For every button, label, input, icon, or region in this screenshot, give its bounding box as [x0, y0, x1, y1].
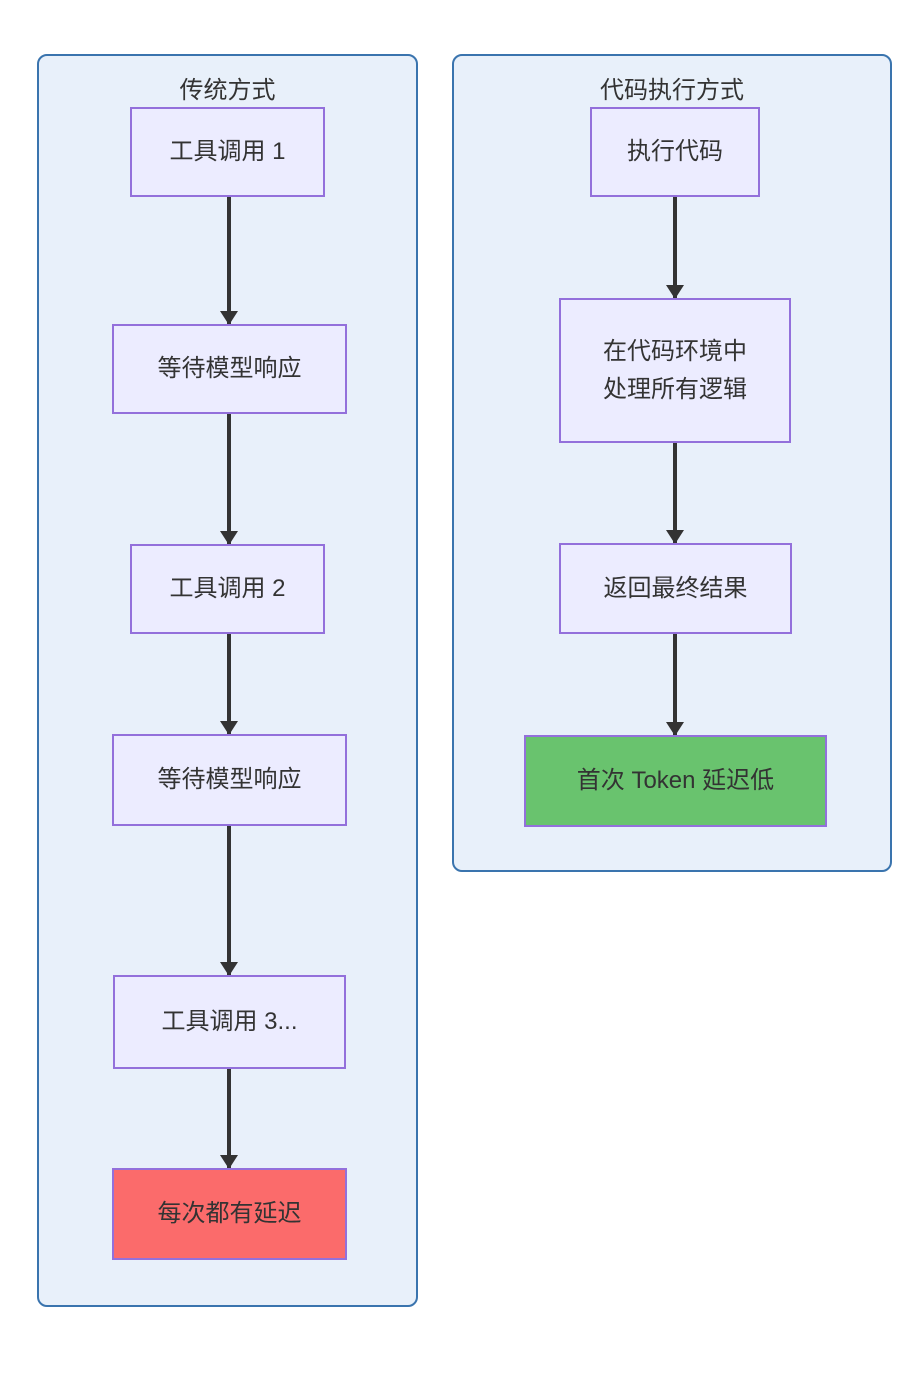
node-tool-call-3: 工具调用 3... — [113, 975, 346, 1069]
panel-traditional: 传统方式 工具调用 1 等待模型响应 工具调用 2 等待模型响应 工具调用 3.… — [37, 54, 418, 1307]
arrow-down-icon — [227, 826, 231, 975]
arrow-down-icon — [227, 1069, 231, 1168]
node-latency-every-time: 每次都有延迟 — [112, 1168, 347, 1260]
node-tool-call-2: 工具调用 2 — [130, 544, 325, 634]
arrow-down-icon — [673, 443, 677, 543]
node-handle-all-logic-in-code-env: 在代码环境中 处理所有逻辑 — [559, 298, 791, 443]
node-wait-model-response-2: 等待模型响应 — [112, 734, 347, 826]
arrow-down-icon — [673, 634, 677, 735]
node-return-final-result: 返回最终结果 — [559, 543, 792, 634]
node-execute-code: 执行代码 — [590, 107, 760, 197]
node-low-first-token-latency: 首次 Token 延迟低 — [524, 735, 827, 827]
arrow-down-icon — [227, 414, 231, 544]
arrow-down-icon — [227, 197, 231, 324]
arrow-down-icon — [227, 634, 231, 734]
arrow-down-icon — [673, 197, 677, 298]
node-wait-model-response-1: 等待模型响应 — [112, 324, 347, 414]
panel-code-execution: 代码执行方式 执行代码 在代码环境中 处理所有逻辑 返回最终结果 首次 Toke… — [452, 54, 892, 872]
panel-title-code-execution: 代码执行方式 — [600, 77, 744, 104]
node-tool-call-1: 工具调用 1 — [130, 107, 325, 197]
panel-title-traditional: 传统方式 — [179, 77, 276, 104]
